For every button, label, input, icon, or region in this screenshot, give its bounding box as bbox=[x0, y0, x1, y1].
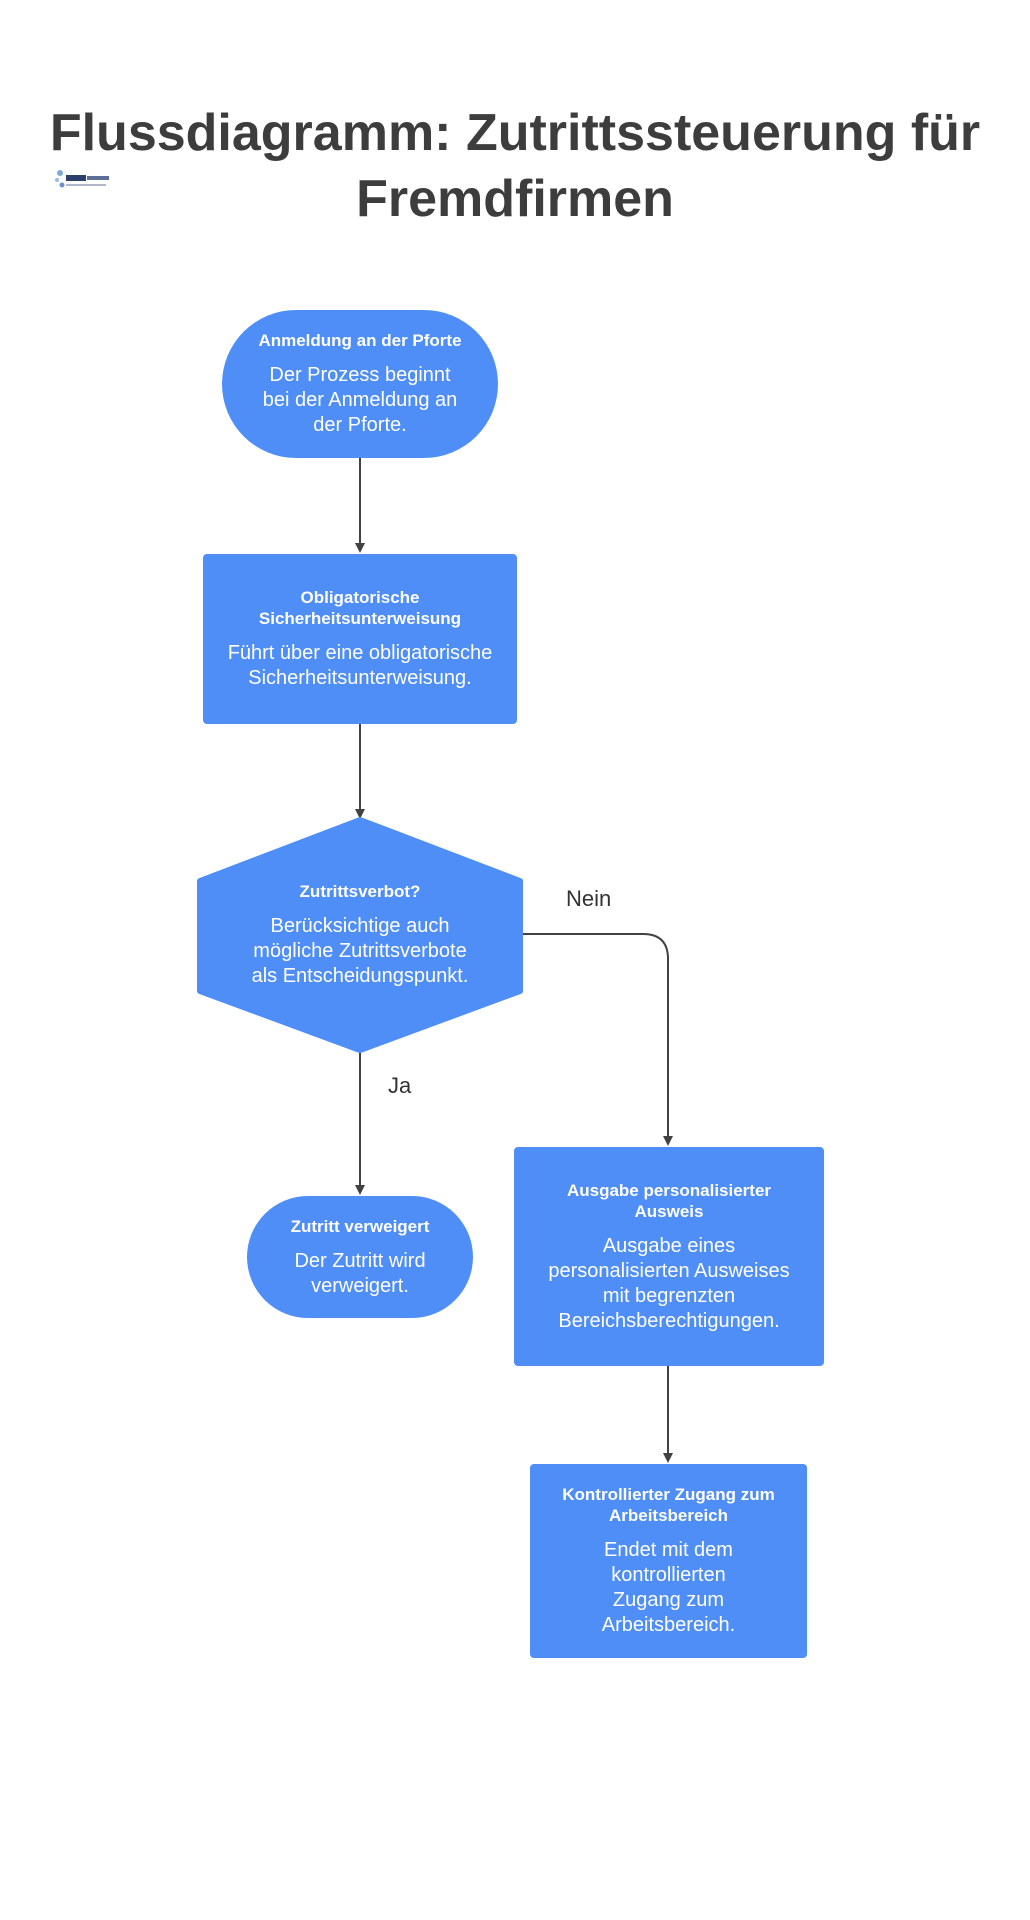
node-start: Anmeldung an der Pforte Der Prozess begi… bbox=[232, 310, 488, 458]
node-access-shape bbox=[530, 1464, 807, 1658]
node-start-shape bbox=[222, 310, 498, 458]
node-title: Zutrittsverbot? bbox=[299, 882, 421, 901]
node-denied: Zutritt verweigert Der Zutritt wird verw… bbox=[247, 1196, 473, 1318]
node-title: Anmeldung an der Pforte bbox=[258, 331, 462, 350]
company-logo bbox=[55, 170, 110, 188]
node-description: Berücksichtige auch mögliche Zutrittsver… bbox=[251, 915, 469, 987]
node-description: Endet mit dem kontrollierten Zugang zum … bbox=[601, 1539, 736, 1636]
node-title: Obligatorische Sicherheitsunterweisung bbox=[258, 588, 462, 628]
node-denied-shape bbox=[247, 1196, 473, 1318]
node-briefing: Obligatorische Sicherheitsunterweisung F… bbox=[203, 554, 517, 724]
node-title: Kontrollierter Zugang zum Arbeitsbereich bbox=[562, 1485, 775, 1525]
node-access: Kontrollierter Zugang zum Arbeitsbereich… bbox=[530, 1464, 807, 1658]
node-description: Der Zutritt wird verweigert. bbox=[294, 1249, 426, 1297]
node-decision-shape bbox=[197, 817, 523, 1053]
node-briefing-shape bbox=[203, 554, 517, 724]
node-badge-shape bbox=[514, 1147, 824, 1366]
node-description: Führt über eine obligatorische Sicherhei… bbox=[227, 642, 493, 689]
node-description: Der Prozess beginnt bei der Anmeldung an… bbox=[262, 364, 458, 436]
page-title: Flussdiagramm: Zutrittssteuerung für Fre… bbox=[49, 104, 981, 228]
edge-decision-to-badge bbox=[520, 933, 673, 1146]
node-description: Ausgabe eines personalisierten Ausweises… bbox=[548, 1234, 790, 1332]
node-decision: Zutrittsverbot? Berücksichtige auch mögl… bbox=[210, 820, 510, 1050]
edge-label-nein: Nein bbox=[566, 886, 612, 911]
node-title: Zutritt verweigert bbox=[290, 1216, 430, 1236]
node-title: Ausgabe personalisierter Ausweis bbox=[566, 1180, 772, 1221]
edge-label-ja: Ja bbox=[388, 1073, 412, 1098]
node-badge: Ausgabe personalisierter Ausweis Ausgabe… bbox=[514, 1147, 824, 1366]
